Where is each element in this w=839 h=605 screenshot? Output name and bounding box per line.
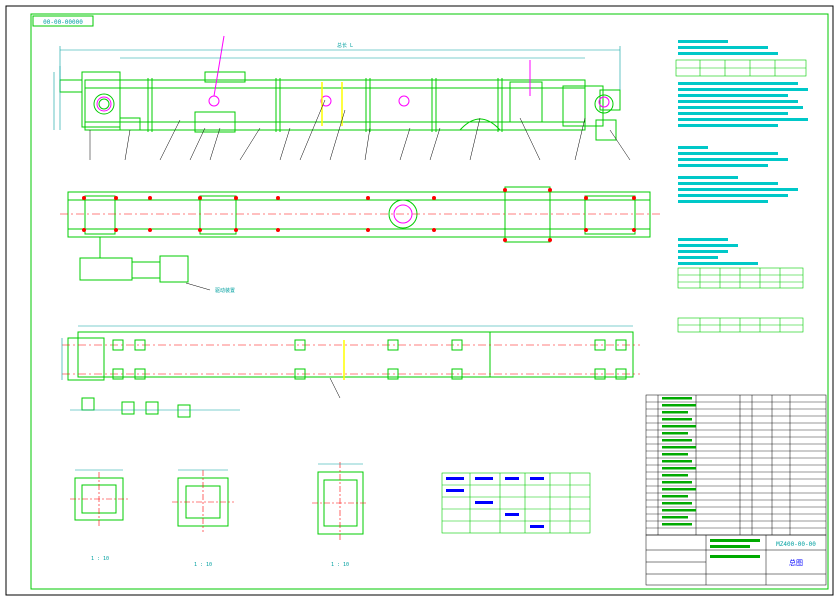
- plan-drive-leader: [185, 282, 211, 291]
- parts-row-text: [662, 439, 692, 442]
- elevation-view: [59, 71, 621, 141]
- section-b-scale: 1 : 10: [194, 562, 212, 568]
- parts-row-text: [662, 509, 696, 512]
- title-block-name: 总图: [789, 558, 803, 567]
- parts-row-text: [662, 523, 692, 526]
- parts-list-rows: [646, 401, 826, 529]
- drawing-number: 00-00-00000: [43, 19, 83, 26]
- plan-ring: [393, 204, 413, 224]
- plan-bolts: [82, 188, 636, 242]
- elevation-dimensions: [53, 46, 621, 130]
- technical-notes: [678, 40, 808, 265]
- parts-row-text: [662, 432, 688, 435]
- foundation-axis: [62, 344, 640, 375]
- drawing-number-box: [32, 15, 94, 27]
- title-block: [645, 534, 827, 586]
- parts-row-text: [662, 446, 696, 449]
- section-c: 1 : 10: [312, 462, 368, 568]
- foundation-view: [67, 331, 634, 381]
- elevation-highlights: [321, 82, 343, 126]
- section-b: 1 : 10: [172, 469, 234, 568]
- parts-row-text: [662, 502, 692, 505]
- section-c-scale: 1 : 10: [331, 562, 349, 568]
- parts-row-text: [662, 453, 688, 456]
- section-a: 1 : 10: [70, 469, 128, 562]
- section-a-scale: 1 : 10: [91, 556, 109, 562]
- outer-frame: [5, 5, 834, 596]
- elevation-motors: [96, 35, 610, 112]
- spec-table-text: [446, 477, 544, 528]
- parts-row-text: [662, 481, 692, 484]
- elevation-leaders: [89, 99, 631, 161]
- notes-table-2: [677, 267, 804, 289]
- parts-row-text: [662, 495, 688, 498]
- foundation-anchors: [81, 339, 627, 418]
- inner-frame: [30, 13, 829, 590]
- notes-table-3: [677, 317, 804, 333]
- parts-row-text: [662, 474, 688, 477]
- parts-row-text: [662, 425, 696, 428]
- parts-row-text: [662, 397, 692, 400]
- parts-list-text: [662, 397, 696, 526]
- parts-row-text: [662, 460, 692, 463]
- parts-row-text: [662, 418, 692, 421]
- parts-row-text: [662, 411, 688, 414]
- foundation-leader: [329, 377, 341, 399]
- spec-table: [441, 472, 591, 534]
- parts-row-text: [662, 488, 696, 491]
- overall-length-label: 总长 L: [337, 42, 353, 49]
- parts-row-text: [662, 467, 696, 470]
- title-block-code: MZ400-00-00: [776, 541, 816, 548]
- parts-row-text: [662, 516, 688, 519]
- notes-table-1: [675, 59, 807, 77]
- plan-view: [67, 186, 651, 283]
- parts-row-text: [662, 404, 696, 407]
- title-block-text: [710, 539, 760, 558]
- legend-drive-label: 驱动装置: [215, 287, 235, 294]
- foundation-dimensions: [61, 325, 633, 411]
